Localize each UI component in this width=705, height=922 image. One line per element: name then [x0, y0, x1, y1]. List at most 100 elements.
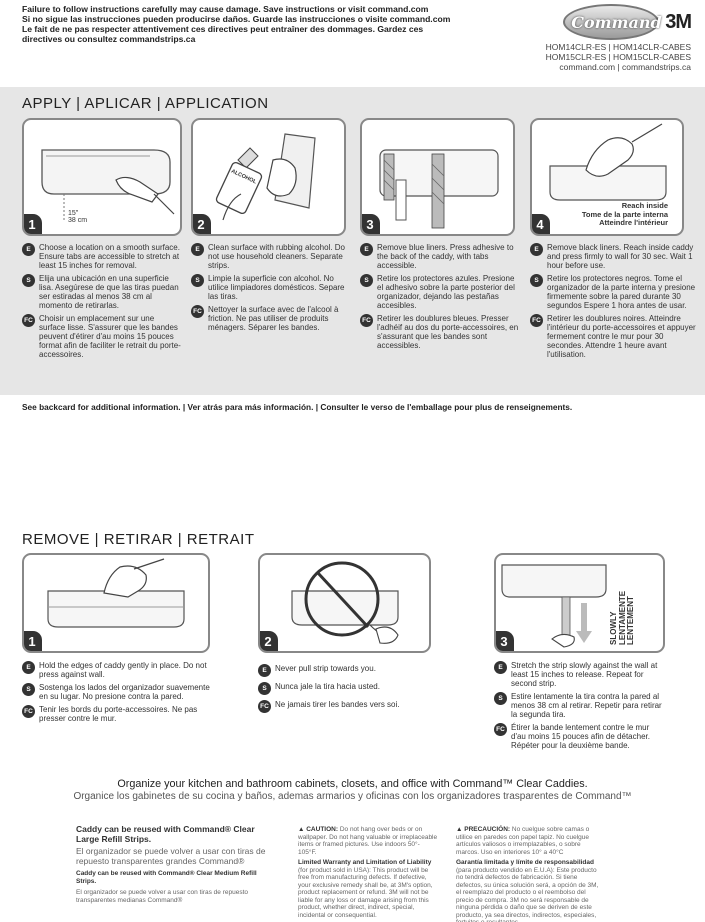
press-caddy-icon [549, 123, 667, 201]
instruction-fc: FC Retirer les doublures bleues. Presser … [360, 314, 520, 350]
instruction-fc-text: Ne jamais tirer les bandes vers soi. [275, 700, 400, 709]
instruction-fc: FC Retirer les doublures noires. Atteindr… [530, 314, 698, 359]
instruction-es-text: Retire los protectores negros. Tome el o… [547, 274, 696, 310]
instruction-es-text: Elija una ubicación en una superficie li… [39, 274, 179, 310]
caution-es-block: ▲ PRECAUCIÓN: No cuelgue sobre camas o u… [456, 826, 602, 856]
instruction-en-text: Remove black liners. Reach inside caddy … [547, 243, 694, 270]
promo-es: Organice los gabinetes de su cocina y ba… [73, 791, 632, 802]
warranty-en-title: Limited Warranty and Limitation of Liabi… [298, 859, 432, 866]
instruction-es-text: Limpie la superficie con alcohol. No uti… [208, 274, 345, 301]
alcohol-cleaning-icon [215, 133, 316, 221]
french-canadian-badge-icon: FC [22, 705, 35, 718]
spanish-badge-icon: S [258, 682, 271, 695]
warning-line-es: Si no sigue las instrucciones pueden pro… [22, 14, 451, 24]
remove-step-1-text: E Hold the edges of caddy gently in place… [22, 661, 212, 727]
measure-cm: 38 cm [68, 217, 88, 224]
caution-es-title: ▲ PRECAUCIÓN: [456, 826, 511, 833]
warning-line-en: Failure to follow instructions carefully… [22, 4, 429, 14]
step-number: 2 [260, 631, 278, 651]
step-number: 3 [362, 214, 380, 234]
refill-medium-es: El organizador se puede volver a usar co… [76, 889, 248, 904]
french-canadian-badge-icon: FC [360, 314, 373, 327]
instruction-es-text: Nunca jale la tira hacia usted. [275, 682, 380, 691]
apply-step-4-text: E Remove black liners. Reach inside caddy… [530, 243, 698, 363]
measure-label: 15" 38 cm [68, 210, 87, 224]
warranty-es-title: Garantía limitada y límite de responsabi… [456, 859, 594, 866]
instruction-fc-text: Étirer la bande lentement contre le mur … [511, 723, 650, 750]
promo-block: Organize your kitchen and bathroom cabin… [0, 778, 705, 802]
instruction-fc-text: Tenir les bords du porte-accessoires. Ne… [39, 705, 198, 723]
instruction-en-text: Remove blue liners. Press adhesive to th… [377, 243, 514, 270]
instruction-en: E Remove black liners. Reach inside caddy… [530, 243, 698, 270]
reach-inside-label: Reach inside Tome de la parte interna At… [532, 201, 682, 228]
instruction-en-text: Hold the edges of caddy gently in place.… [39, 661, 207, 679]
instruction-en-text: Clean surface with rubbing alcohol. Do n… [208, 243, 345, 270]
warning-line-fr-2: directives ou consultez commandstrips.ca [22, 34, 196, 44]
instruction-en: E Hold the edges of caddy gently in place… [22, 661, 212, 679]
refill-info: Caddy can be reused with Command® Clear … [76, 824, 276, 904]
warning-line-fr: Le fait de ne pas respecter attentivemen… [22, 24, 424, 34]
logo-3m: 3M [665, 10, 692, 33]
spanish-badge-icon: S [22, 683, 35, 696]
reach-inside-es: Tome de la parte interna [581, 209, 668, 219]
instruction-es-text: Retire los protectores azules. Presione … [377, 274, 515, 310]
english-badge-icon: E [22, 661, 35, 674]
measure-inches: 15" [68, 210, 79, 217]
step-number: 1 [24, 214, 42, 234]
apply-step-3-text: E Remove blue liners. Press adhesive to t… [360, 243, 520, 354]
websites: command.com | commandstrips.ca [559, 62, 691, 72]
step-number: 3 [496, 631, 514, 651]
english-badge-icon: E [530, 243, 543, 256]
refill-large-es: El organizador se puede volver a usar co… [76, 846, 266, 866]
remove-step-1-illustration: 1 [22, 553, 210, 653]
english-badge-icon: E [360, 243, 373, 256]
step-number: 4 [532, 214, 550, 234]
caddy-strips-icon [379, 149, 499, 229]
english-badge-icon: E [258, 664, 271, 677]
reach-inside-fc: Atteindre l'intérieur [599, 218, 668, 227]
instruction-fc-text: Retirer les doublures noires. Atteindre … [547, 314, 696, 359]
product-code-line-1: HOM14CLR-ES | HOM14CLR-CABES [545, 42, 691, 52]
french-canadian-badge-icon: FC [191, 305, 204, 318]
remove-step-3-illustration: SLOWLY LENTAMENTE LENTEMENT 3 [494, 553, 665, 653]
caution-en-title: ▲ CAUTION: [298, 826, 339, 833]
instruction-fc-text: Retirer les doublures bleues. Presser l'… [377, 314, 519, 350]
command-logo: Command [563, 4, 662, 40]
promo-en: Organize your kitchen and bathroom cabin… [117, 778, 588, 790]
warranty-en-block: Limited Warranty and Limitation of Liabi… [298, 859, 438, 919]
backcard-note: See backcard for additional information.… [22, 402, 573, 412]
caution-es: ▲ PRECAUCIÓN: No cuelgue sobre camas o u… [456, 826, 602, 922]
apply-step-1-illustration: 15" 38 cm 1 [22, 118, 182, 236]
caution-en: ▲ CAUTION: Do not hang over beds or on w… [298, 826, 438, 919]
product-codes: HOM14CLR-ES | HOM14CLR-CABES HOM15CLR-ES… [521, 42, 691, 72]
apply-step-3-illustration: 3 [360, 118, 515, 236]
warranty-es-block: Garantía limitada y límite de responsabi… [456, 859, 602, 922]
caution-es-text: No cuelgue sobre camas o utilice en pare… [456, 826, 590, 856]
instruction-en: E Remove blue liners. Press adhesive to t… [360, 243, 520, 270]
hold-caddy-icon [47, 558, 185, 628]
warning-text: Failure to follow instructions carefully… [22, 4, 512, 44]
french-canadian-badge-icon: FC [22, 314, 35, 327]
step-number: 1 [24, 631, 42, 651]
english-badge-icon: E [494, 661, 507, 674]
slowly-label: SLOWLY LENTAMENTE LENTEMENT [609, 565, 636, 645]
instruction-es-text: Estire lentamente la tira contra la pare… [511, 692, 662, 719]
caddy-hand-icon [41, 149, 175, 220]
step-number: 2 [193, 214, 211, 234]
french-canadian-badge-icon: FC [530, 314, 543, 327]
apply-step-2-illustration: ALCOHOL 2 [191, 118, 346, 236]
caution-en-block: ▲ CAUTION: Do not hang over beds or on w… [298, 826, 438, 856]
